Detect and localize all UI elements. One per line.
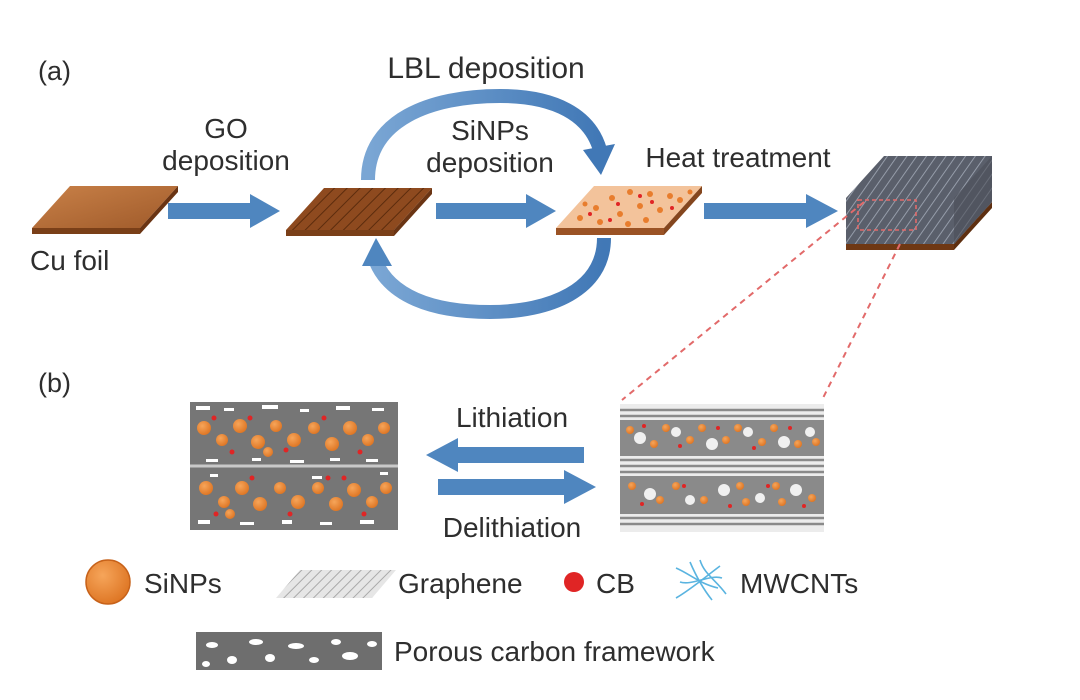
delithiation-arrow: [438, 470, 596, 504]
part-b-label: (b): [38, 368, 71, 398]
legend-porous-framework-icon: [196, 632, 382, 670]
legend-cb-icon: [564, 572, 584, 592]
legend-porous-label: Porous carbon framework: [394, 636, 716, 667]
go-deposition-label-line1: GO: [204, 113, 248, 144]
delithiated-electrode: [620, 404, 824, 532]
delithiation-label: Delithiation: [443, 512, 582, 543]
lbl-cycle-arc-top: [361, 88, 615, 181]
lithiated-electrode: [190, 402, 398, 530]
sinps-coated-foil: [556, 186, 702, 235]
legend-sinps-label: SiNPs: [144, 568, 222, 599]
legend-mwcnts-icon: [675, 559, 727, 601]
go-coated-foil: [286, 188, 432, 236]
final-composite-slab: [846, 156, 992, 250]
lithiation-arrow: [426, 438, 584, 472]
zoom-dashed-lines: [621, 201, 901, 401]
arrow-go-deposition: [168, 194, 280, 228]
cu-foil-label: Cu foil: [30, 245, 109, 276]
heat-treatment-label: Heat treatment: [645, 142, 830, 173]
cu-foil-slab: [32, 186, 178, 234]
sinps-deposition-label-line2: deposition: [426, 147, 554, 178]
lbl-deposition-label: LBL deposition: [387, 52, 584, 85]
part-a-label: (a): [38, 56, 71, 86]
legend-graphene-label: Graphene: [398, 568, 523, 599]
legend: SiNPs Graphene CB MWCNTs Porous carbon f…: [85, 559, 858, 670]
arrow-heat-treatment: [704, 194, 838, 228]
legend-graphene-icon: [276, 570, 396, 598]
lbl-cycle-arc-bottom: [362, 237, 611, 320]
legend-sinps-icon: [85, 559, 131, 605]
lithiation-label: Lithiation: [456, 402, 568, 433]
sinps-deposition-label-line1: SiNPs: [451, 115, 529, 146]
legend-mwcnts-label: MWCNTs: [740, 568, 858, 599]
legend-cb-label: CB: [596, 568, 635, 599]
go-deposition-label-line2: deposition: [162, 145, 290, 176]
arrow-sinps-deposition: [436, 194, 556, 228]
